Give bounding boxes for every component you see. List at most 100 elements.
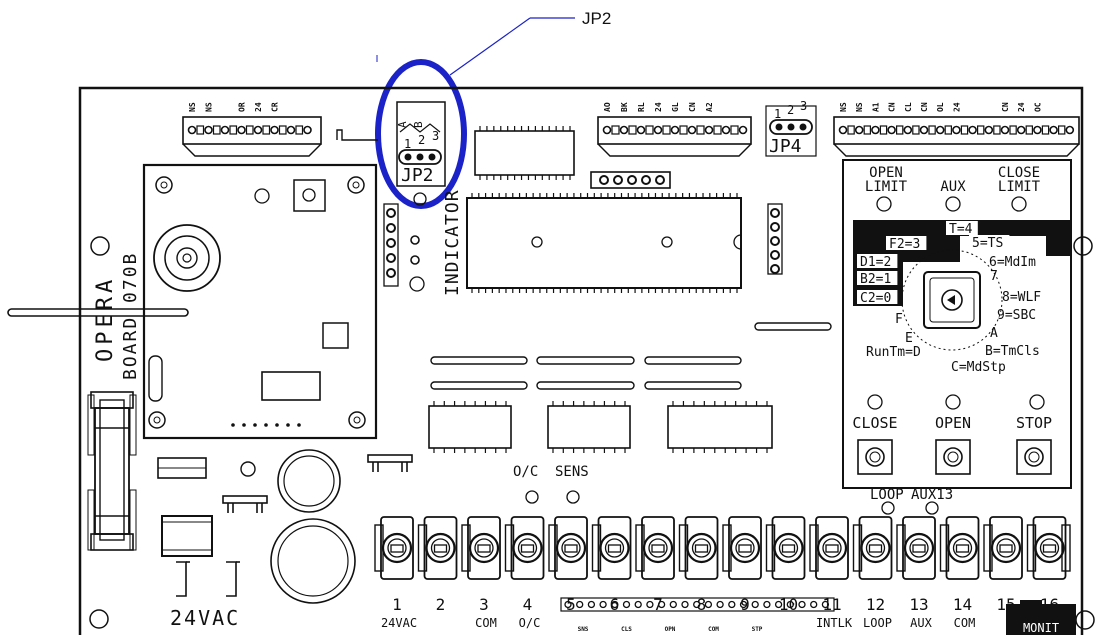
terminal-screw-slot: [651, 544, 665, 553]
strip-bead: [786, 600, 794, 609]
monit-label: MONIT: [1023, 621, 1059, 635]
dial-setting-box: [946, 221, 978, 235]
dial-setting-box: [857, 254, 898, 268]
terminal-screw[interactable]: [555, 532, 587, 564]
terminal-number: 11: [822, 595, 841, 614]
terminal-screw[interactable]: [425, 532, 456, 564]
terminal-number: 1: [392, 595, 402, 614]
terminal-housing: [423, 516, 458, 580]
terminal-housing: [554, 516, 588, 580]
terminal-housing: [902, 516, 936, 580]
header-left-pin-label: CR: [271, 102, 280, 112]
terminal-screw[interactable]: [512, 532, 543, 564]
header-pin: [1065, 125, 1075, 135]
terminal-screw[interactable]: [947, 532, 978, 564]
terminal-housing: [771, 516, 806, 580]
terminal-label: INTLK: [816, 616, 853, 630]
ic-bottom-1: [428, 401, 512, 453]
header-pin: [984, 125, 994, 135]
jp2-pin-1: 1: [404, 137, 411, 151]
terminal-screw[interactable]: [860, 532, 891, 564]
header-pin-gap: [679, 125, 688, 135]
header-pin: [303, 125, 312, 135]
jp2-label: JP2: [401, 165, 434, 186]
terminal-number: 13: [909, 595, 928, 614]
dial-setting-box: [857, 271, 898, 285]
terminal-housing: [989, 516, 1023, 580]
dial-setting-label: F: [895, 312, 903, 327]
header-pin-gap: [278, 125, 287, 135]
strip-bead: [774, 600, 783, 609]
terminal-number: 10: [779, 595, 798, 614]
terminal-screw[interactable]: [773, 532, 804, 564]
header-right-pin-label: CN: [1001, 102, 1010, 112]
close-pushbutton[interactable]: [857, 439, 893, 475]
header-pin-gap: [696, 125, 705, 135]
terminal-screw[interactable]: [642, 532, 674, 564]
header-mid-pin-label: GL: [671, 102, 680, 112]
mount-hole: [90, 236, 110, 256]
terminal-divider: [1061, 524, 1071, 572]
terminal-screw[interactable]: [381, 532, 413, 564]
stop-pushbutton[interactable]: [1016, 439, 1052, 475]
wire-loop: [336, 129, 378, 141]
dial-setting-label: C=MdStp: [951, 360, 1006, 375]
strip-bead: [739, 600, 748, 609]
header-pin-gap: [895, 125, 904, 135]
header-pin: [653, 125, 663, 135]
strip-bead: [622, 600, 631, 609]
capacitor-small: [277, 449, 341, 513]
header-pin: [1049, 125, 1058, 135]
radio-module: [142, 163, 378, 440]
terminal-housing: [597, 516, 632, 580]
test-point: [240, 461, 256, 477]
terminal-screw[interactable]: [686, 532, 717, 564]
terminal-screw[interactable]: [903, 532, 935, 564]
header-pin: [721, 125, 731, 135]
strip-bead: [763, 600, 771, 609]
dial-setting-label: 5=TS: [972, 236, 1003, 251]
header-pin: [738, 125, 748, 135]
terminal-screw-slot: [390, 544, 404, 553]
strip-bead: [669, 600, 677, 609]
strip-bead: [821, 600, 830, 609]
header-pin: [670, 125, 680, 135]
terminal-screw[interactable]: [729, 532, 761, 564]
terminal-screw-slot: [738, 544, 752, 553]
jp2-legend-a: A: [396, 121, 409, 128]
strip-bead: [576, 600, 584, 609]
strip-bead: [751, 600, 759, 609]
header-pin-gap: [928, 125, 936, 135]
terminal-number: 12: [866, 595, 885, 614]
strip-bead: [716, 600, 724, 609]
header-pin-gap: [713, 125, 722, 135]
header-pin-gap: [262, 125, 271, 135]
jp2-legend-b: B: [412, 121, 425, 128]
terminal-screw[interactable]: [1034, 532, 1065, 564]
terminal-screw[interactable]: [990, 532, 1022, 564]
strip-bead: [611, 600, 619, 609]
header-pin: [838, 125, 848, 135]
dial-setting-label: C2=0: [860, 291, 891, 306]
header-pin: [286, 125, 296, 135]
sens-label: SENS: [555, 464, 589, 480]
ic-bottom-3: [667, 401, 773, 453]
terminal-screw-slot: [955, 544, 970, 553]
terminal-label: O/C: [519, 616, 541, 630]
header-pin: [903, 125, 913, 135]
jumper-jp2: A B 1 2 3 JP2: [396, 101, 446, 187]
header-pin: [204, 125, 213, 135]
strip-bead: [657, 600, 666, 609]
terminal-screw[interactable]: [816, 532, 848, 564]
open-pushbutton[interactable]: [935, 439, 971, 475]
terminal-screw-head: [648, 538, 668, 558]
terminal-housing: [858, 516, 893, 580]
header-pin: [687, 125, 697, 135]
terminal-screw[interactable]: [599, 532, 630, 564]
loop-led: [881, 501, 895, 515]
terminal-screw-head: [952, 538, 973, 558]
terminal-screw[interactable]: [468, 532, 500, 564]
dial-setting-box: [886, 236, 927, 250]
